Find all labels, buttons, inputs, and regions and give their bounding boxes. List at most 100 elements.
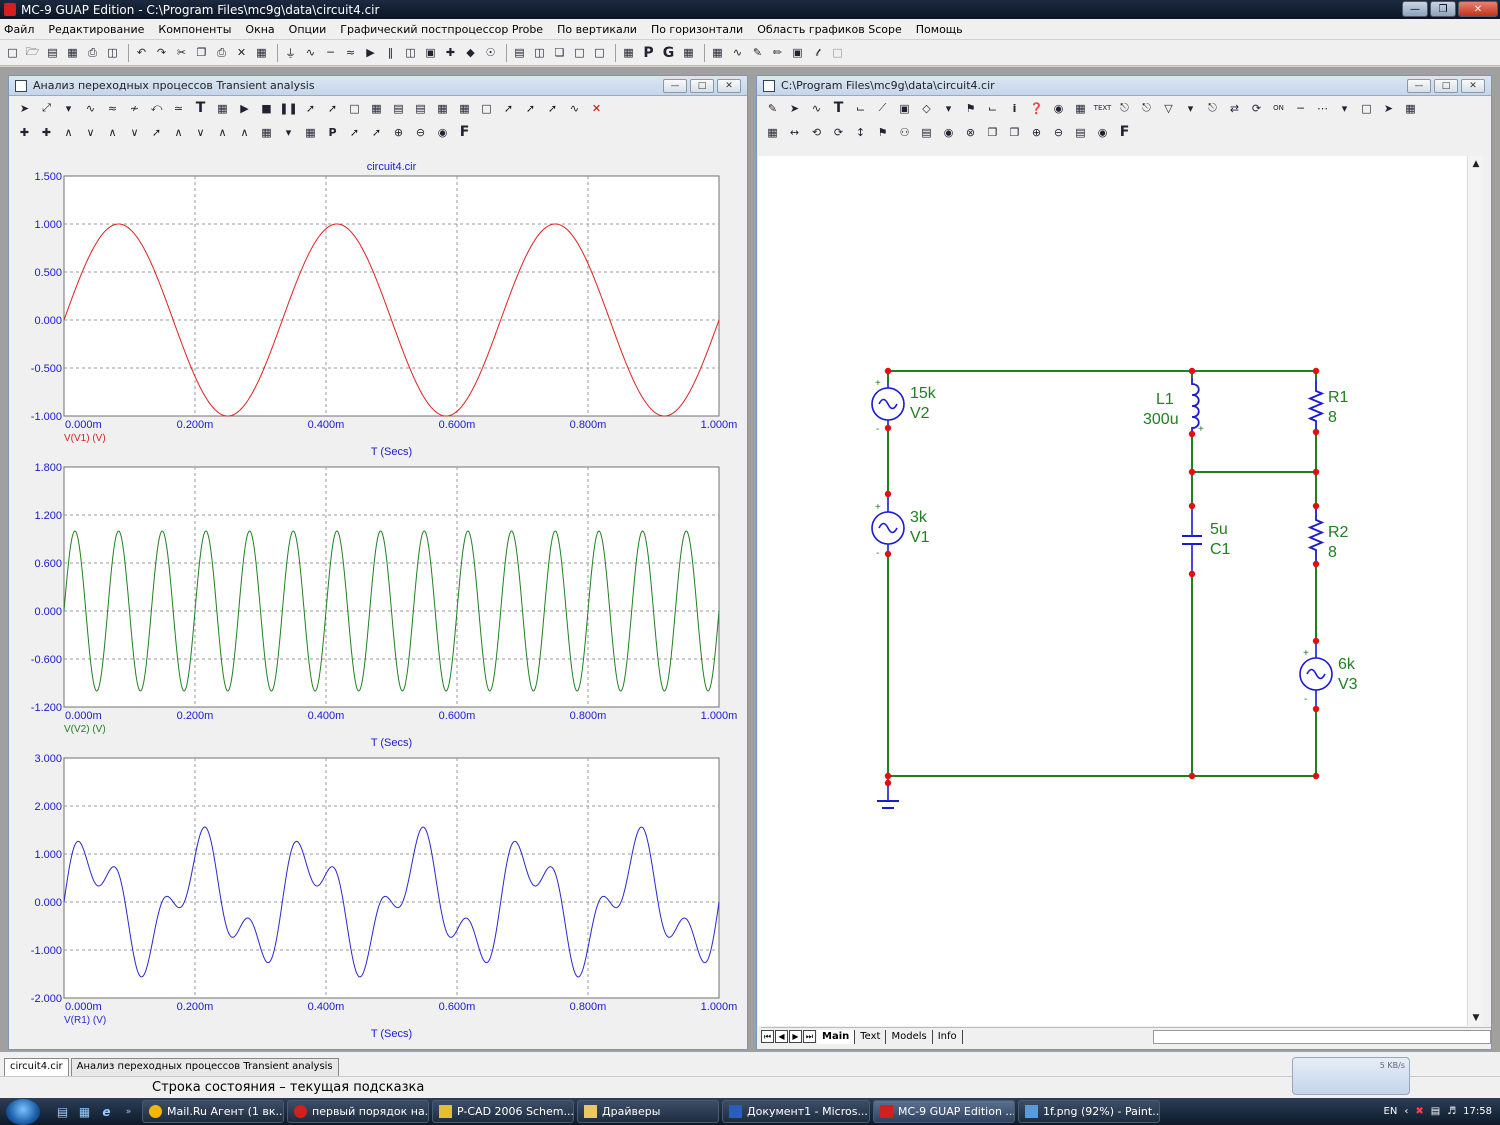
exit-analysis-icon[interactable]: ✕ (591, 101, 602, 115)
new-file-icon[interactable]: □ (7, 46, 18, 59)
tag-2-icon[interactable]: ➚ (371, 125, 382, 139)
label-l1-value[interactable]: 300u (1143, 411, 1179, 428)
graph-tool-4-icon[interactable]: ⤺ (150, 101, 163, 114)
analysis-close-button[interactable]: ✕ (717, 79, 741, 93)
inductor-l1[interactable] (1191, 378, 1200, 434)
graph-tool-3-icon[interactable]: ≁ (129, 101, 140, 115)
volume-icon[interactable]: ♬ (1447, 1106, 1457, 1117)
app-titlebar[interactable]: MC-9 GUAP Edition - C:\Program Files\mc9… (0, 0, 1500, 19)
probe-icon[interactable]: P (328, 125, 337, 139)
tab-info[interactable]: Info (933, 1029, 963, 1044)
plot-area[interactable] (63, 175, 720, 417)
close-button[interactable]: ✕ (1458, 1, 1498, 17)
trace-2[interactable] (63, 530, 720, 692)
pin-icon[interactable]: ⌙ (987, 101, 998, 115)
label-c1-value[interactable]: 5u (1210, 521, 1228, 538)
label-v1-ref[interactable]: V1 (910, 529, 930, 546)
plot-area[interactable] (63, 466, 720, 708)
menu-horizontal[interactable]: По горизонтали (650, 22, 744, 36)
transistor-component-icon[interactable]: ☉ (485, 46, 496, 59)
label-v2-ref[interactable]: V2 (910, 405, 930, 422)
redo-icon[interactable]: ↷ (156, 46, 167, 59)
switch-component-icon[interactable]: ▣ (425, 46, 436, 59)
valley-3-icon[interactable]: ∨ (196, 125, 205, 139)
slope-icon[interactable]: ➚ (151, 125, 162, 139)
rotate-icon[interactable]: ⟳ (1251, 101, 1262, 115)
grid-dots-icon[interactable]: ⋯ (1317, 101, 1328, 115)
label-v3-ref[interactable]: V3 (1338, 676, 1358, 693)
horizontal-scrollbar[interactable] (1152, 1029, 1491, 1044)
task-mc9[interactable]: MC-9 GUAP Edition ... (873, 1100, 1015, 1123)
resistor-r2[interactable] (1307, 506, 1325, 564)
minimize-button[interactable]: — (1402, 1, 1428, 17)
print-preview-icon[interactable]: ◫ (107, 46, 118, 59)
schematic-maximize-button[interactable]: □ (1434, 79, 1458, 93)
wire-draw-icon[interactable]: ⌙ (855, 101, 866, 115)
more-quicklaunch-icon[interactable]: » (125, 1106, 132, 1117)
delete-icon[interactable]: ✕ (236, 46, 247, 59)
network-icon[interactable]: ▤ (1430, 1106, 1441, 1117)
label-v2-value[interactable]: 15k (910, 385, 937, 402)
find-icon[interactable]: ⚑ (877, 125, 888, 139)
node-icon[interactable]: ◉ (1053, 101, 1064, 115)
trace-1[interactable] (63, 223, 720, 417)
language-indicator[interactable]: EN (1383, 1106, 1398, 1117)
label-v3-value[interactable]: 6k (1338, 656, 1356, 673)
probe-p-icon[interactable]: P (643, 44, 654, 61)
peak-5-icon[interactable]: ∧ (174, 125, 183, 139)
layout-3-icon[interactable]: ▦ (437, 101, 448, 115)
menu-help[interactable]: Помощь (915, 22, 963, 36)
analysis-window-titlebar[interactable]: Анализ переходных процессов Transient an… (9, 76, 747, 96)
cut-icon[interactable]: ✂ (176, 46, 187, 59)
task-folder[interactable]: Драйверы (577, 1100, 719, 1123)
line-tool-icon[interactable]: ➚ (305, 101, 316, 115)
waveform-icon[interactable]: ∿ (732, 46, 743, 59)
font-icon[interactable]: F (459, 124, 470, 140)
ground-component-icon[interactable]: ⏚ (285, 46, 296, 60)
copy-icon[interactable]: ❐ (196, 46, 207, 59)
trace-label[interactable]: V(V1) (V) (64, 433, 106, 444)
source-v2[interactable] (871, 387, 905, 421)
wire-component-icon[interactable]: ─ (327, 46, 334, 59)
grid-toggle-icon[interactable]: ▦ (371, 101, 382, 115)
tag-1-icon[interactable]: ➚ (349, 125, 360, 139)
zoom-out-2-icon[interactable]: ⊖ (1053, 125, 1064, 139)
tab-text[interactable]: Text (855, 1029, 887, 1044)
label-r1-value[interactable]: 8 (1328, 409, 1337, 426)
shapes-icon[interactable]: ◇ (922, 101, 931, 115)
label-l1-ref[interactable]: L1 (1156, 391, 1174, 408)
layout-4-icon[interactable]: ▦ (459, 101, 470, 115)
task-word[interactable]: Документ1 - Micros... (722, 1100, 870, 1123)
resistor-component-icon[interactable]: ∿ (305, 46, 316, 59)
pencil-icon[interactable]: ✏ (772, 46, 783, 59)
label-v1-value[interactable]: 3k (910, 509, 928, 526)
binoculars-icon[interactable]: ⚇ (899, 125, 910, 139)
menu-file[interactable]: Файл (4, 22, 35, 36)
component-library-icon[interactable]: ▦ (712, 46, 723, 59)
valley-1-icon[interactable]: ∨ (86, 125, 95, 139)
calculator-icon[interactable]: ▦ (623, 46, 634, 59)
menu-edit[interactable]: Редактирование (48, 22, 145, 36)
paste-icon[interactable]: ⎙ (217, 45, 226, 59)
scroll-down-arrow-icon[interactable]: ▼ (1472, 1013, 1480, 1023)
line-style-icon[interactable]: ─ (1297, 101, 1304, 115)
undo-icon[interactable]: ↶ (136, 46, 147, 59)
filter-icon[interactable]: ▽ (1164, 101, 1173, 115)
menu-probe[interactable]: Графический постпроцессор Probe (340, 22, 544, 36)
dropdown-5-icon[interactable]: ▾ (1341, 101, 1348, 115)
restore-button[interactable]: ❐ (1430, 1, 1456, 17)
probe-point-icon[interactable]: ⎋ (1208, 101, 1217, 114)
internet-explorer-icon[interactable]: e (102, 1104, 111, 1119)
schematic-vertical-scrollbar[interactable]: ▲ ▼ (1467, 156, 1483, 1026)
valley-2-icon[interactable]: ∨ (130, 125, 139, 139)
show-desktop-icon[interactable]: ▤ (56, 1104, 69, 1119)
save-all-icon[interactable]: ▦ (67, 46, 78, 59)
text-tool-icon[interactable]: T (195, 100, 206, 116)
prev-sheet-icon[interactable]: ◀ (775, 1030, 788, 1043)
schematic-close-button[interactable]: ✕ (1461, 79, 1485, 93)
menu-options[interactable]: Опции (288, 22, 327, 36)
help-icon[interactable]: ❓ (1029, 101, 1044, 115)
zoom-in-icon[interactable]: ⊕ (393, 125, 404, 139)
flag-icon[interactable]: ⚑ (965, 101, 976, 115)
save-icon[interactable]: ▤ (47, 46, 58, 59)
